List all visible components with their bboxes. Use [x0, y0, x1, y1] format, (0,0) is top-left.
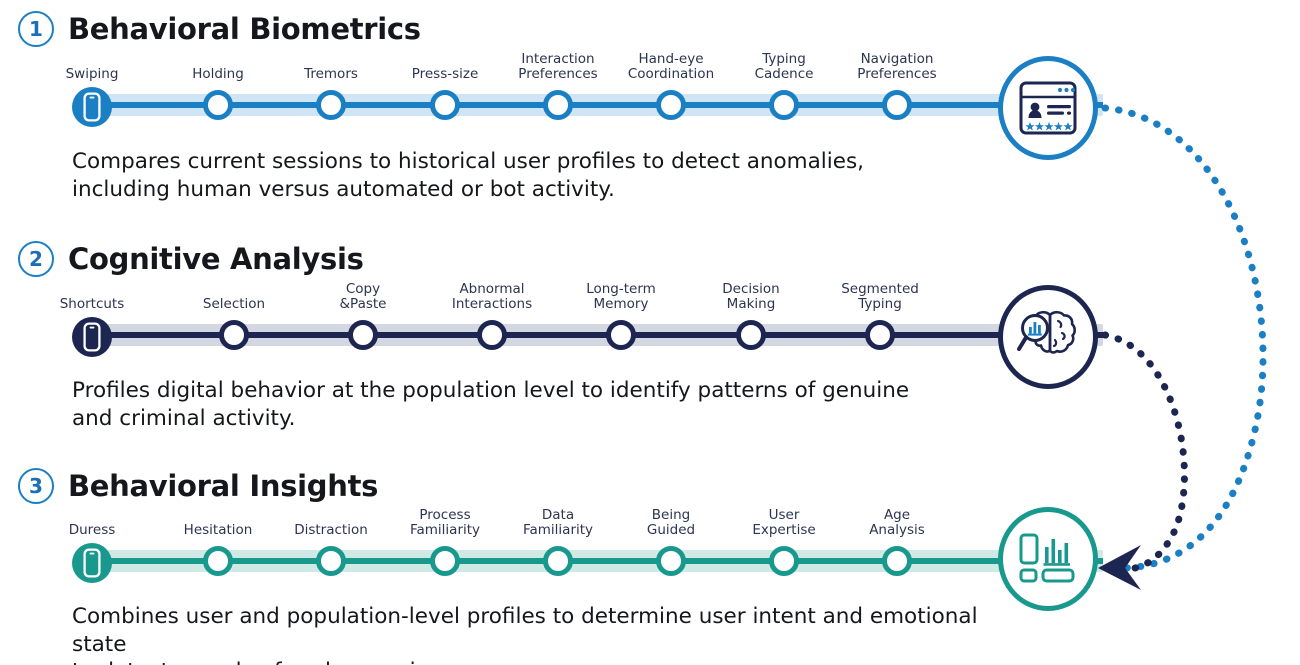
- section-1-header: 1 Behavioral Biometrics: [18, 11, 421, 47]
- timeline-node[interactable]: [430, 546, 460, 576]
- timeline-node-label: Hesitation: [183, 521, 253, 538]
- timeline-start-marker[interactable]: [72, 317, 112, 357]
- timeline-node-label: Segmented Typing: [841, 280, 919, 312]
- section-description: Combines user and population-level profi…: [72, 604, 978, 665]
- timeline-start-marker[interactable]: [72, 87, 112, 127]
- timeline-node[interactable]: [656, 90, 686, 120]
- timeline-node-label: Holding: [192, 65, 244, 82]
- phone-icon: [83, 92, 101, 122]
- timeline-node-label: Process Familiarity: [409, 506, 481, 538]
- section-behavioral-insights: 3 Behavioral Insights Duress Hesitation …: [0, 457, 1300, 665]
- timeline-node[interactable]: [543, 90, 573, 120]
- timeline-node-label: Being Guided: [646, 506, 696, 538]
- timeline-node-label: Tremors: [304, 65, 358, 82]
- timeline-node[interactable]: [736, 320, 766, 350]
- timeline-node-label: Interaction Preferences: [518, 50, 598, 82]
- timeline-biometrics: Swiping Holding Tremors Press-size Inter…: [0, 44, 1300, 140]
- section-number-badge: 2: [18, 241, 54, 277]
- timeline-start-marker[interactable]: [72, 543, 112, 583]
- timeline-node[interactable]: [348, 320, 378, 350]
- timeline-insights: Duress Hesitation Distraction Process Fa…: [0, 500, 1300, 596]
- timeline-node-label: Copy &Paste: [339, 280, 387, 312]
- timeline-node[interactable]: [316, 90, 346, 120]
- phone-icon: [83, 548, 101, 578]
- timeline-node[interactable]: [543, 546, 573, 576]
- section-cognitive-analysis: 2 Cognitive Analysis Shortcuts Selection…: [0, 229, 1300, 454]
- timeline-cognitive: Shortcuts Selection Copy &Paste Abnormal…: [0, 274, 1300, 370]
- timeline-node[interactable]: [882, 90, 912, 120]
- timeline-node[interactable]: [656, 546, 686, 576]
- section-title: Behavioral Insights: [68, 469, 379, 503]
- timeline-node[interactable]: [769, 90, 799, 120]
- timeline-node-label: Decision Making: [722, 280, 780, 312]
- timeline-node-label: Typing Cadence: [754, 50, 814, 82]
- timeline-node-label: Hand-eye Coordination: [627, 50, 715, 82]
- timeline-node[interactable]: [203, 90, 233, 120]
- timeline-node-label: Distraction: [294, 521, 368, 538]
- section-number-badge: 3: [18, 468, 54, 504]
- brain-magnifier-icon: [1017, 310, 1076, 354]
- profile-card-icon: [1019, 81, 1077, 135]
- timeline-node[interactable]: [606, 320, 636, 350]
- timeline-node-label: Data Familiarity: [522, 506, 594, 538]
- timeline-node[interactable]: [477, 320, 507, 350]
- timeline-node[interactable]: [219, 320, 249, 350]
- timeline-node[interactable]: [882, 546, 912, 576]
- timeline-node[interactable]: [769, 546, 799, 576]
- timeline-node[interactable]: [430, 90, 460, 120]
- dashboard-bars-icon: [1019, 533, 1075, 583]
- timeline-node[interactable]: [865, 320, 895, 350]
- timeline-node-label: Navigation Preferences: [857, 50, 937, 82]
- section-3-header: 3 Behavioral Insights: [18, 468, 378, 504]
- section-description: Profiles digital behavior at the populat…: [72, 378, 910, 431]
- timeline-node-label: User Expertise: [752, 506, 816, 538]
- timeline-label-start: Shortcuts: [59, 295, 125, 312]
- timeline-node-label: Long-term Memory: [586, 280, 656, 312]
- section-title: Cognitive Analysis: [68, 242, 364, 276]
- section-end-icon-disc[interactable]: [998, 56, 1098, 160]
- timeline-node[interactable]: [316, 546, 346, 576]
- timeline-node-label: Abnormal Interactions: [451, 280, 533, 312]
- timeline-node[interactable]: [203, 546, 233, 576]
- timeline-label-start: Duress: [68, 521, 116, 538]
- section-number-badge: 1: [18, 11, 54, 47]
- section-title: Behavioral Biometrics: [68, 12, 421, 46]
- section-end-icon-disc[interactable]: [998, 285, 1098, 389]
- phone-icon: [83, 322, 101, 352]
- timeline-rail: [92, 102, 1103, 108]
- timeline-rail: [92, 332, 1103, 338]
- timeline-rail: [92, 558, 1103, 564]
- timeline-node-label: Age Analysis: [869, 506, 925, 538]
- section-description: Compares current sessions to historical …: [72, 149, 864, 202]
- section-behavioral-biometrics: 1 Behavioral Biometrics Swiping Holding …: [0, 0, 1300, 225]
- section-2-header: 2 Cognitive Analysis: [18, 241, 364, 277]
- section-end-icon-disc[interactable]: [998, 507, 1098, 611]
- timeline-label-start: Swiping: [65, 65, 119, 82]
- timeline-node-label: Selection: [202, 295, 266, 312]
- timeline-node-label: Press-size: [411, 65, 479, 82]
